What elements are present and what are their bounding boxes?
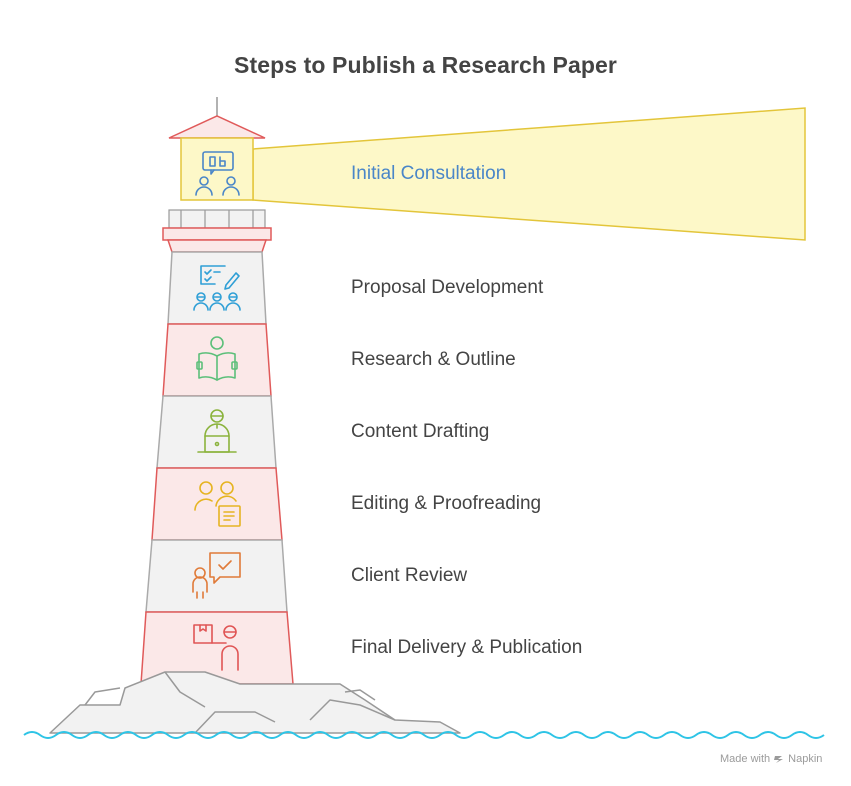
step-label-proposal-development: Proposal Development <box>351 277 544 298</box>
consultation-icon <box>195 151 240 196</box>
tower-segment-4 <box>156 395 277 469</box>
lighthouse-railing <box>168 209 266 229</box>
proposal-icon <box>193 265 241 311</box>
step-label-editing-proofreading: Editing & Proofreading <box>351 493 542 514</box>
delivery-icon <box>193 624 239 671</box>
step-label-research-outline: Research & Outline <box>351 349 516 370</box>
tower-segment-2 <box>167 251 267 325</box>
lighthouse-lantern <box>180 137 254 201</box>
step-label-content-drafting: Content Drafting <box>351 421 490 442</box>
footer-credit[interactable]: Made with Napkin <box>720 753 822 765</box>
light-beam <box>252 107 806 241</box>
napkin-logo-icon <box>774 756 784 763</box>
reading-icon <box>196 336 238 381</box>
made-with-text: Made with <box>720 753 771 765</box>
step-label-final-delivery: Final Delivery & Publication <box>351 637 583 658</box>
lighthouse-roof <box>168 115 266 139</box>
lighthouse-gallery <box>162 227 272 241</box>
water-line <box>23 731 825 739</box>
editors-icon <box>194 481 241 527</box>
laptop-writer-icon <box>197 409 237 453</box>
rocks <box>49 671 461 734</box>
client-feedback-icon <box>192 552 241 599</box>
step-label-client-review: Client Review <box>351 565 468 586</box>
tower-segment-6 <box>145 539 288 613</box>
page-title: Steps to Publish a Research Paper <box>234 52 617 78</box>
step-label-initial-consultation: Initial Consultation <box>351 163 507 184</box>
napkin-brand-text: Napkin <box>788 753 823 765</box>
